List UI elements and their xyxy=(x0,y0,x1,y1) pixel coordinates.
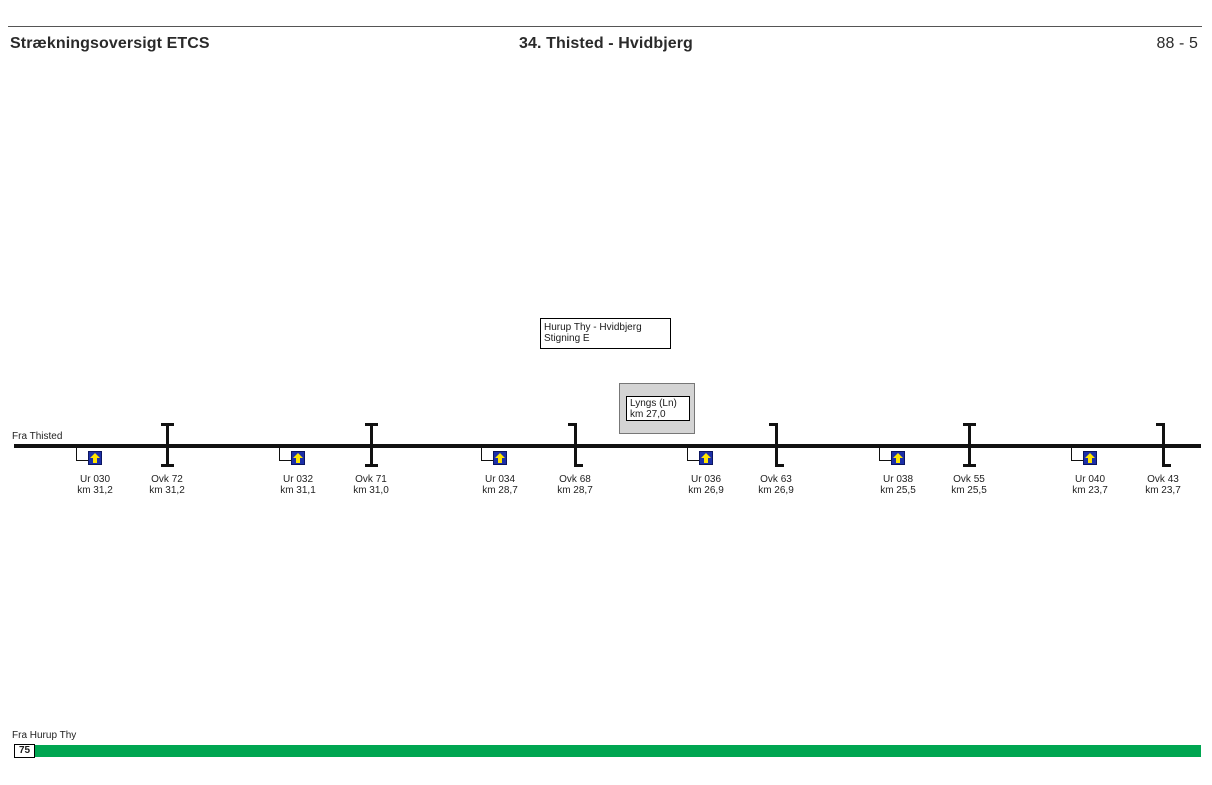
crossing-cap-bottom xyxy=(161,464,174,467)
signal-connector xyxy=(687,460,699,461)
crossing-cap-bottom xyxy=(963,464,976,467)
header-rule xyxy=(8,26,1202,27)
crossing-km: km 28,7 xyxy=(557,485,593,496)
crossing-post xyxy=(1162,424,1165,466)
crossing-name: Ovk 72 xyxy=(151,474,183,485)
signal-connector xyxy=(1071,446,1072,461)
crossing-km: km 31,2 xyxy=(149,485,185,496)
from-thisted-label: Fra Thisted xyxy=(12,431,63,442)
crossing-cap-bottom xyxy=(1162,464,1171,467)
signal-connector xyxy=(481,446,482,461)
crossing-post xyxy=(370,424,373,466)
signal-connector xyxy=(76,460,88,461)
crossing-name: Ovk 68 xyxy=(559,474,591,485)
crossing-name: Ovk 43 xyxy=(1147,474,1179,485)
crossing-name: Ovk 55 xyxy=(953,474,985,485)
signal-name: Ur 032 xyxy=(282,474,313,485)
signal-km: km 23,7 xyxy=(1072,485,1108,496)
station-label-box: Lyngs (Ln) km 27,0 xyxy=(626,396,690,421)
signal-connector xyxy=(879,446,880,461)
up-arrow-signal-icon[interactable] xyxy=(493,451,507,465)
signal-name: Ur 036 xyxy=(690,474,721,485)
signal-connector xyxy=(279,460,291,461)
crossing-km: km 25,5 xyxy=(951,485,987,496)
from-hurup-label: Fra Hurup Thy xyxy=(12,730,77,741)
signal-connector xyxy=(279,446,280,461)
signal-name: Ur 038 xyxy=(882,474,913,485)
up-arrow-signal-icon[interactable] xyxy=(88,451,102,465)
signal-connector xyxy=(1071,460,1083,461)
gradient-speed-number: 75 xyxy=(14,744,35,758)
crossing-km: km 31,0 xyxy=(353,485,389,496)
crossing-name: Ovk 63 xyxy=(760,474,792,485)
crossing-km: km 23,7 xyxy=(1145,485,1181,496)
signal-connector xyxy=(481,460,493,461)
signal-name: Ur 040 xyxy=(1074,474,1105,485)
station-km: km 27,0 xyxy=(630,409,666,420)
signal-connector xyxy=(687,446,688,461)
signal-km: km 31,1 xyxy=(280,485,316,496)
crossing-cap-top xyxy=(1156,423,1165,426)
crossing-cap-top xyxy=(161,423,174,426)
crossing-km: km 26,9 xyxy=(758,485,794,496)
section-name: Hurup Thy - Hvidbjerg xyxy=(544,322,642,333)
line-title: 34. Thisted - Hvidbjerg xyxy=(519,35,693,52)
crossing-post xyxy=(775,424,778,466)
crossing-cap-top xyxy=(568,423,577,426)
up-arrow-signal-icon[interactable] xyxy=(1083,451,1097,465)
section-gradient: Stigning E xyxy=(544,333,590,344)
crossing-cap-bottom xyxy=(574,464,583,467)
crossing-post xyxy=(166,424,169,466)
signal-km: km 31,2 xyxy=(77,485,113,496)
signal-km: km 28,7 xyxy=(482,485,518,496)
document-title: Strækningsoversigt ETCS xyxy=(10,35,210,52)
crossing-post xyxy=(574,424,577,466)
crossing-cap-top xyxy=(769,423,778,426)
main-track-line xyxy=(14,444,1201,448)
crossing-cap-bottom xyxy=(775,464,784,467)
gradient-bar xyxy=(35,745,1201,757)
signal-name: Ur 030 xyxy=(79,474,110,485)
crossing-cap-bottom xyxy=(365,464,378,467)
page-number: 88 - 5 xyxy=(1156,35,1198,52)
up-arrow-signal-icon[interactable] xyxy=(699,451,713,465)
gradient-section-box: Hurup Thy - Hvidbjerg Stigning E xyxy=(540,318,671,349)
station-name: Lyngs (Ln) xyxy=(630,398,677,409)
crossing-post xyxy=(968,424,971,466)
station-lyngs[interactable]: Lyngs (Ln) km 27,0 xyxy=(619,383,695,434)
signal-km: km 25,5 xyxy=(880,485,916,496)
signal-connector xyxy=(76,446,77,461)
up-arrow-signal-icon[interactable] xyxy=(891,451,905,465)
crossing-cap-top xyxy=(963,423,976,426)
signal-connector xyxy=(879,460,891,461)
signal-name: Ur 034 xyxy=(484,474,515,485)
crossing-cap-top xyxy=(365,423,378,426)
crossing-name: Ovk 71 xyxy=(355,474,387,485)
up-arrow-signal-icon[interactable] xyxy=(291,451,305,465)
signal-km: km 26,9 xyxy=(688,485,724,496)
